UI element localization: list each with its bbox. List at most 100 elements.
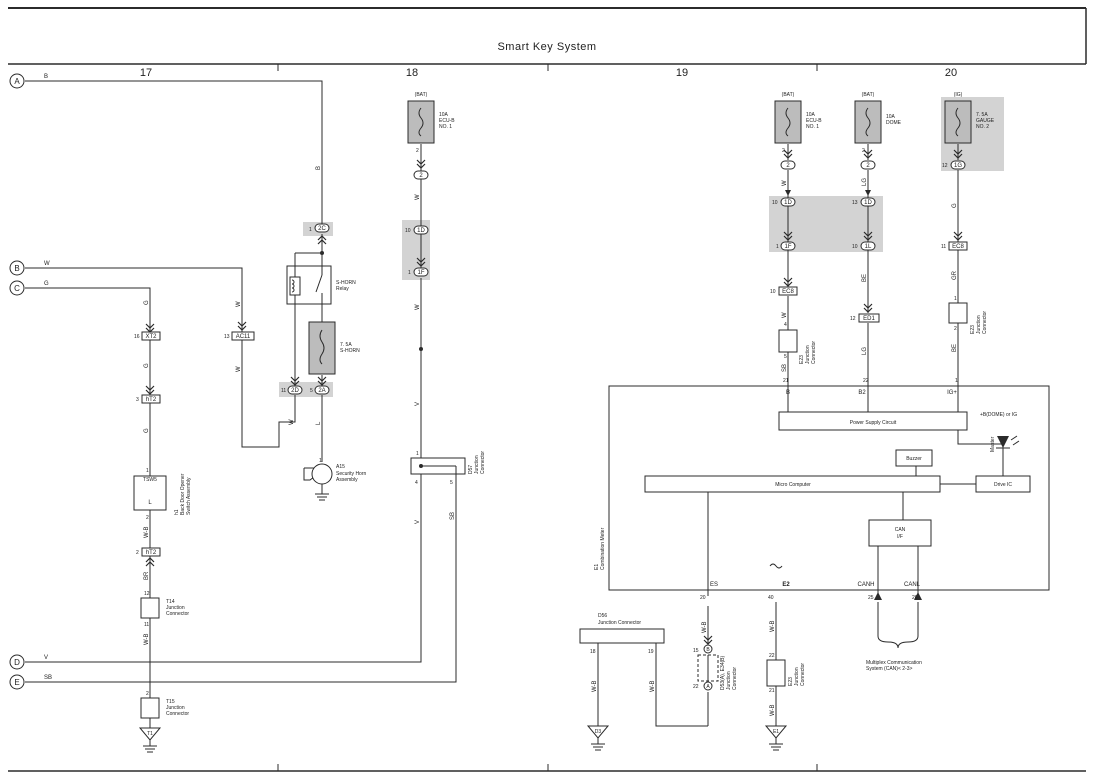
fuse-amp: 10A: [806, 112, 816, 118]
component-label: Connector: [732, 667, 738, 690]
connector-code: EC8: [782, 289, 794, 295]
fuse-name: NO. 2: [976, 124, 989, 130]
wire-color: W: [289, 419, 295, 425]
connector-code: 2D: [291, 388, 299, 394]
component-label: Connector: [166, 711, 189, 717]
power-source: (IG): [954, 92, 963, 98]
wire-color: W-B: [650, 680, 656, 692]
wire-color: V: [415, 520, 421, 524]
svg-text:16: 16: [134, 334, 140, 340]
svg-text:2: 2: [146, 691, 149, 697]
connector-code: 2: [866, 163, 870, 169]
solid-arrows: [785, 190, 922, 600]
svg-text:4: 4: [784, 322, 787, 328]
connector-code: AC11: [236, 334, 251, 340]
svg-text:15: 15: [693, 648, 699, 654]
fuse-name: S-HORN: [340, 348, 360, 354]
connector-code: 1F: [784, 244, 791, 250]
wire-color: W-B: [144, 633, 150, 645]
power-source: (BAT): [415, 92, 428, 98]
edge-connector-e: E: [14, 678, 19, 687]
connector-code: 1L: [865, 244, 872, 250]
d57-connector: [410, 457, 466, 484]
svg-text:3: 3: [136, 397, 139, 403]
wire-color: W-B: [770, 620, 776, 632]
component-code: E23: [799, 355, 805, 364]
svg-text:1: 1: [416, 451, 419, 457]
diagram-title: Smart Key System: [497, 41, 596, 53]
component-code: E23: [788, 677, 794, 686]
component-label: Back Door Opener: [180, 473, 186, 515]
meter-terminal: CANL: [904, 582, 921, 588]
connector-code: hT2: [146, 550, 157, 556]
component-label: Connector: [166, 611, 189, 617]
svg-text:11: 11: [144, 622, 149, 628]
master-indicator: Master: [990, 436, 996, 452]
svg-text:11: 11: [281, 388, 286, 394]
svg-text:10: 10: [770, 289, 776, 295]
wire-color: W: [782, 312, 788, 318]
svg-text:22: 22: [769, 653, 775, 659]
column-number: 17: [140, 67, 152, 79]
component-label: Security Horn: [336, 471, 367, 477]
micro-computer: Micro Computer: [775, 482, 811, 488]
component-label: Connector: [480, 451, 486, 474]
connector-codes: 2C 2D 2A 2 1D 1F 2 2 1D 1D 1F 1L 1G XT2 …: [145, 163, 964, 690]
meter-terminal: IG+: [947, 390, 957, 396]
wire-color: V: [415, 402, 421, 406]
connector-code: 1F: [417, 270, 424, 276]
wire-color: W-B: [144, 526, 150, 538]
component-label: Switch Assembly: [186, 477, 192, 515]
fuse-name: NO. 1: [806, 124, 819, 130]
meter-terminal: ES: [710, 582, 718, 588]
connector-code: 1G: [954, 163, 962, 169]
connector-code: 1D: [417, 228, 425, 234]
wire-color: SB: [44, 675, 52, 681]
svg-text:12: 12: [144, 591, 150, 597]
svg-text:13: 13: [852, 200, 858, 206]
svg-text:1: 1: [319, 458, 322, 464]
edge-connector-d: D: [14, 658, 20, 667]
wire-color: L: [316, 421, 322, 425]
svg-text:2: 2: [954, 326, 957, 332]
component-label: Junction: [794, 667, 800, 686]
wire-color: LG: [862, 347, 868, 355]
power-source: (BAT): [782, 92, 795, 98]
component-label: Junction: [474, 455, 480, 474]
ground-label: E1: [773, 729, 779, 735]
wire-color: V: [44, 655, 48, 661]
wire-color: G: [144, 428, 150, 433]
component-code: A15: [336, 464, 345, 470]
wire-color: SB: [782, 364, 788, 372]
component-label: Combination Meter: [600, 527, 606, 570]
buzzer: Buzzer: [906, 456, 922, 462]
svg-text:12: 12: [850, 316, 856, 322]
fuse-name: NO. 1: [439, 124, 452, 130]
power-supply-circuit: Power Supply Circuit: [850, 420, 897, 426]
component-label: Junction: [976, 315, 982, 334]
svg-text:22: 22: [693, 684, 699, 690]
can-interface: CAN: [895, 527, 906, 533]
svg-text:25: 25: [868, 595, 874, 601]
meter-terminal: B: [786, 390, 790, 396]
svg-text:1: 1: [954, 296, 957, 302]
fuse-shorn: [308, 321, 336, 375]
relay-label: S-HORN: [336, 280, 356, 286]
connector-code: 2: [419, 173, 423, 179]
wires: [25, 80, 1004, 728]
svg-text:21: 21: [769, 688, 775, 694]
edge-connector-c: C: [14, 284, 20, 293]
ground-label: T1: [147, 731, 153, 737]
edge-connectors: [9, 73, 25, 690]
connector-code: 2C: [318, 226, 326, 232]
svg-text:10: 10: [405, 228, 411, 234]
svg-text:4: 4: [415, 480, 418, 486]
connector-code: 1D: [784, 200, 792, 206]
column-number: 19: [676, 67, 688, 79]
svg-text:5: 5: [450, 480, 453, 486]
component-label: Junction Connector: [598, 620, 641, 626]
svg-text:2: 2: [862, 148, 865, 154]
fuse-dome: [854, 100, 882, 144]
svg-text:22: 22: [863, 378, 869, 384]
